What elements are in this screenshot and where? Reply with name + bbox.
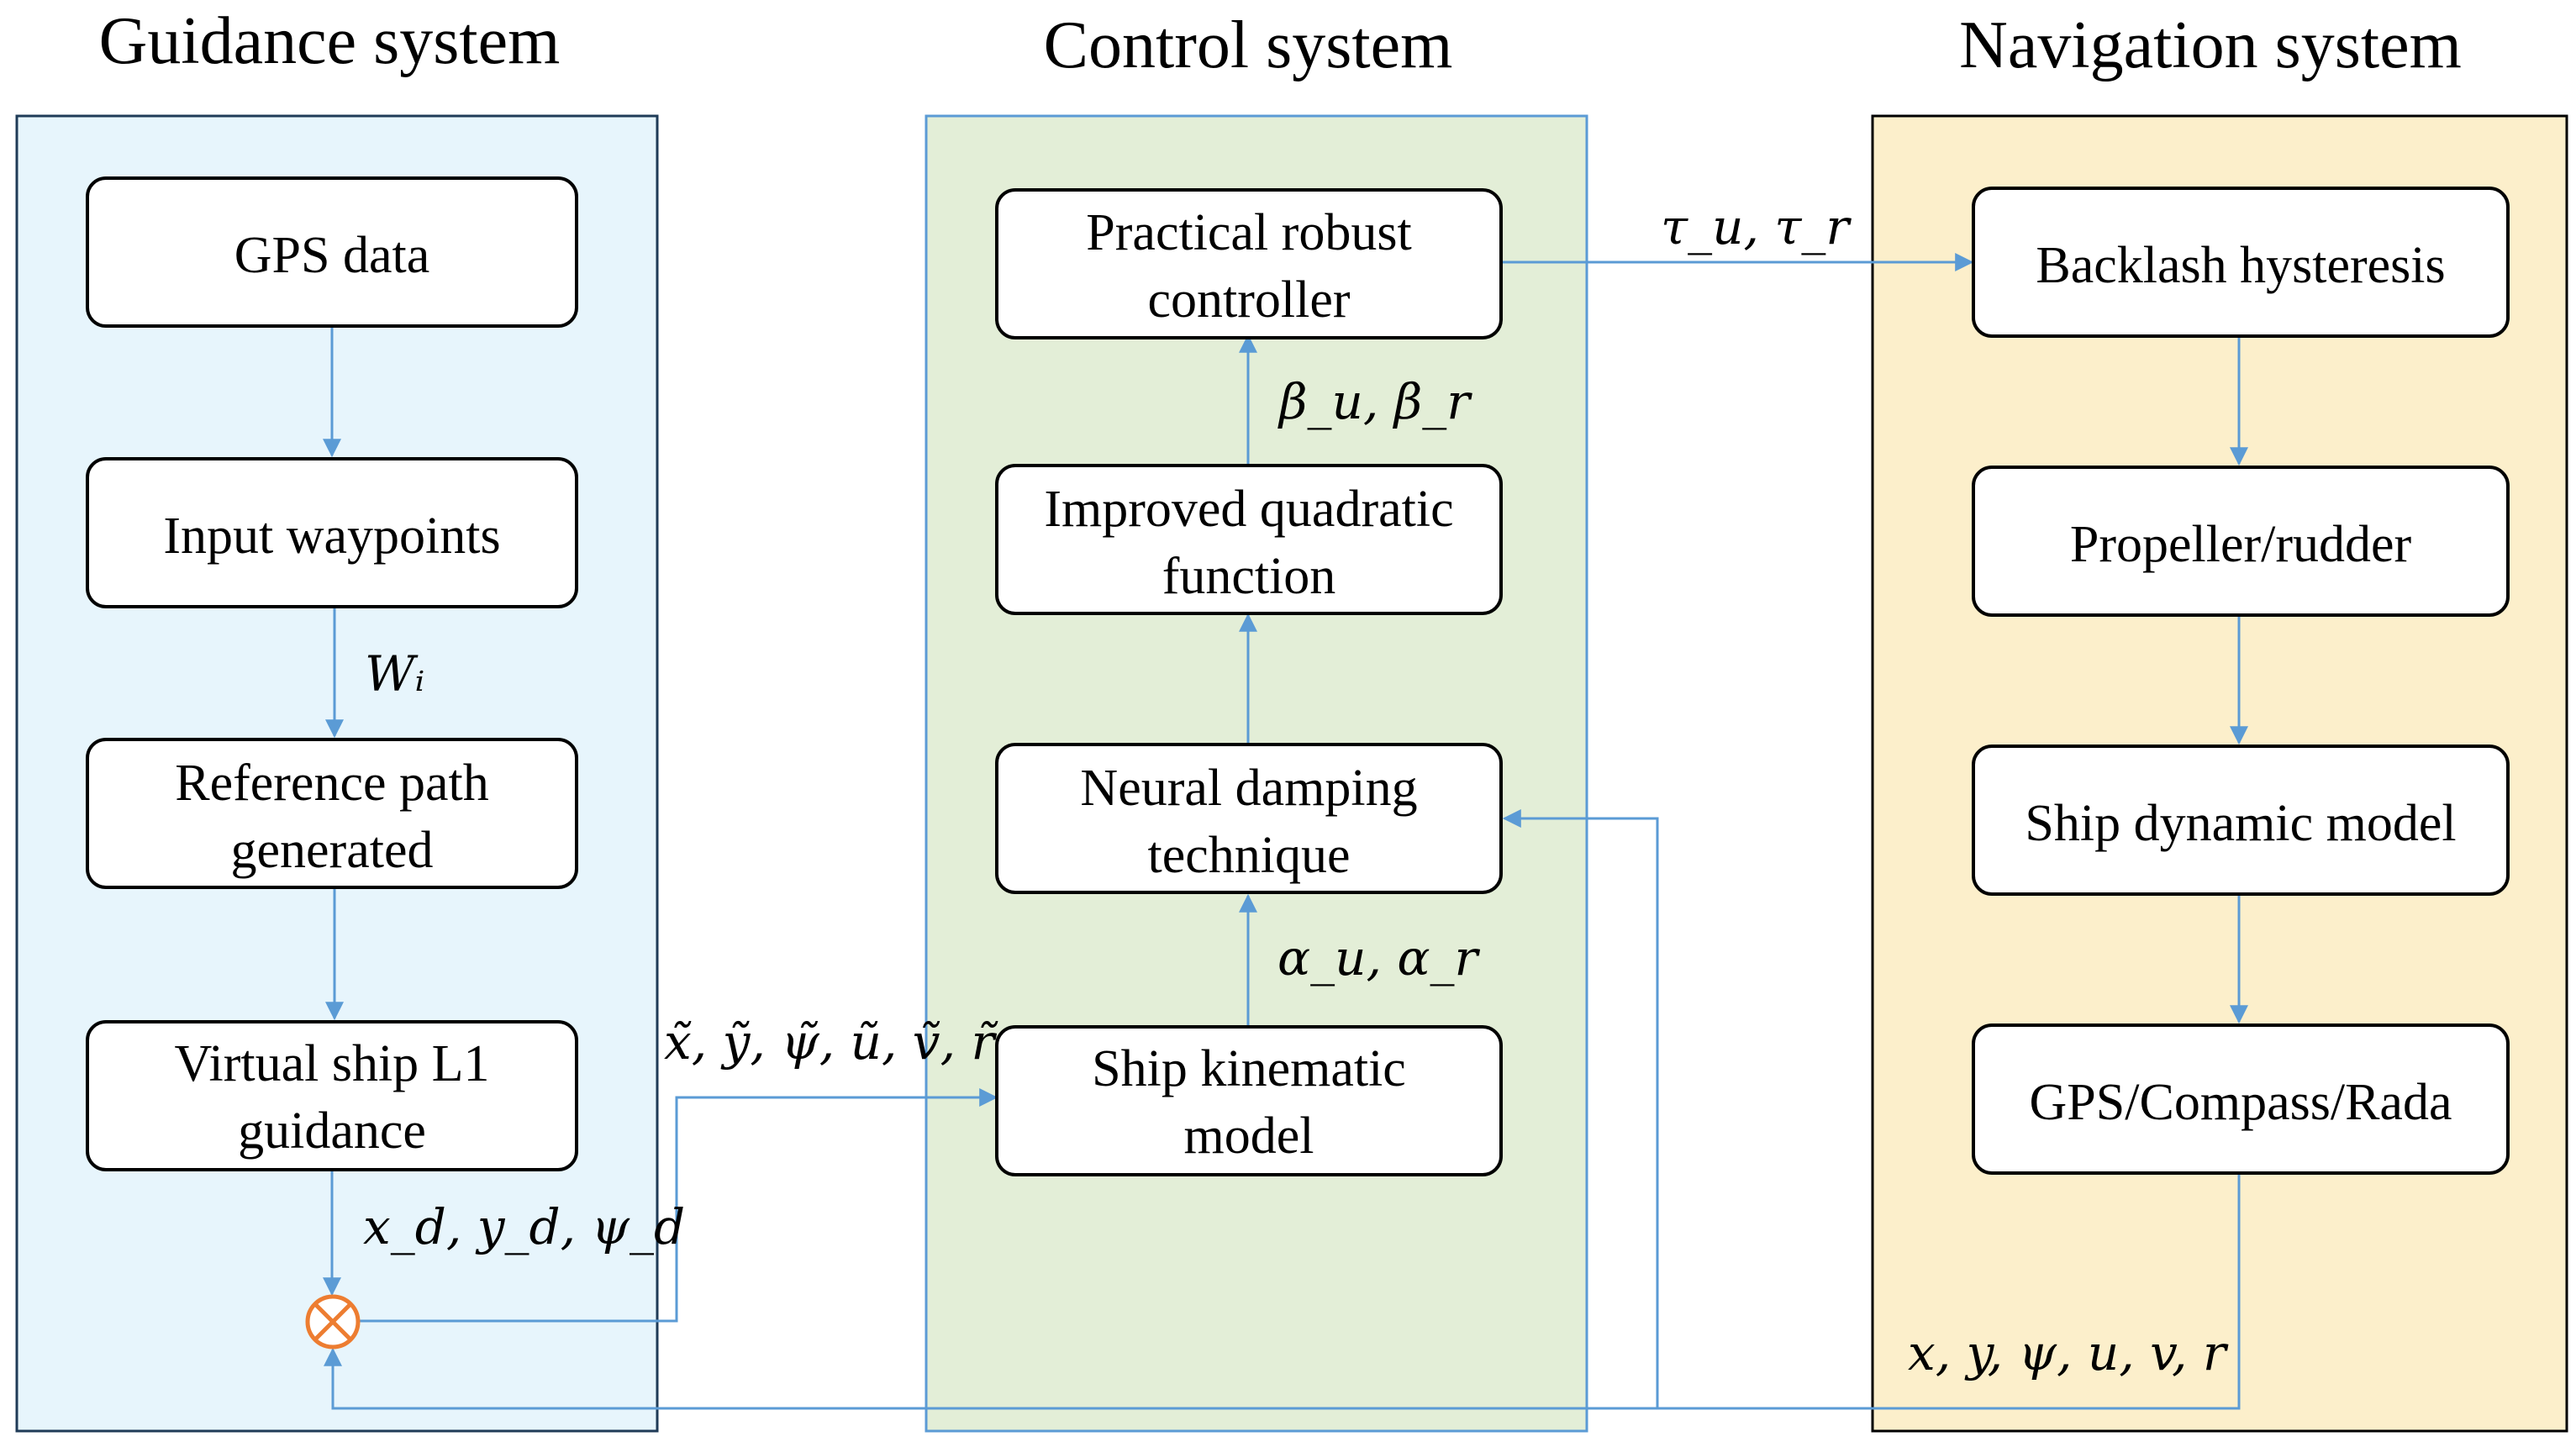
svg-text:Backlash hysteresis: Backlash hysteresis [2036, 237, 2445, 294]
box-line: technique [1147, 827, 1350, 884]
reference-path-box: Reference path generated [86, 738, 578, 889]
svg-text:model: model [1184, 1108, 1314, 1165]
box-line: Practical robust [1086, 204, 1411, 261]
svg-text:Reference path: Reference path [175, 755, 488, 812]
box-line: controller [1147, 271, 1350, 329]
connector-wires [323, 253, 2248, 1410]
svg-text:guidance: guidance [238, 1102, 426, 1160]
box-line: GPS/Compass/Rada [2030, 1074, 2452, 1131]
ship-kinematic-model-box: Ship kinematic model [995, 1025, 1503, 1176]
gps-compass-rada-box: GPS/Compass/Rada [1972, 1023, 2510, 1175]
box-line: GPS data [234, 227, 430, 284]
svg-text:Practical robust: Practical robust [1086, 204, 1411, 261]
box-line: generated [231, 822, 434, 879]
box-line: guidance [238, 1102, 426, 1160]
neural-damping-technique-box: Neural damping technique [995, 743, 1503, 894]
svg-text:Ship kinematic: Ship kinematic [1092, 1040, 1406, 1097]
desired-pose-signal-label: x_d, y_d, ψ_d [363, 1198, 685, 1255]
box-line: function [1162, 548, 1336, 605]
alpha-signal-label: α_u, α_r [1277, 929, 1481, 987]
box-line: Ship dynamic model [2025, 795, 2456, 852]
box-line: Virtual ship L1 [174, 1035, 489, 1092]
tracking-error-signal-label: x̃, ỹ, ψ̃, ũ, ṽ, r̃ [664, 1013, 998, 1071]
box-line: Propeller/rudder [2070, 516, 2412, 573]
box-line: Improved quadratic [1044, 481, 1453, 538]
box-line: Backlash hysteresis [2036, 237, 2445, 294]
practical-robust-controller-box: Practical robust controller [995, 188, 1503, 339]
svg-text:Improved quadratic: Improved quadratic [1044, 481, 1453, 538]
svg-text:technique: technique [1147, 827, 1350, 884]
ship-dynamic-model-box: Ship dynamic model [1972, 745, 2510, 896]
svg-text:Ship dynamic model: Ship dynamic model [2025, 795, 2456, 852]
waypoints-signal-label: Wᵢ [365, 645, 424, 702]
input-waypoints-box: Input waypoints [86, 457, 578, 608]
svg-text:Propeller/rudder: Propeller/rudder [2070, 516, 2412, 573]
box-line: model [1184, 1108, 1314, 1165]
svg-text:generated: generated [231, 822, 434, 879]
svg-text:function: function [1162, 548, 1336, 605]
box-line: Ship kinematic [1092, 1040, 1406, 1097]
box-line: Reference path [175, 755, 488, 812]
svg-text:controller: controller [1147, 271, 1350, 329]
improved-quadratic-function-box: Improved quadratic function [995, 464, 1503, 615]
box-line: Input waypoints [163, 508, 500, 565]
guidance-system-title: Guidance system [99, 4, 561, 78]
summing-junction [305, 1294, 361, 1350]
svg-text:Neural damping: Neural damping [1080, 760, 1417, 817]
navigation-system-title: Navigation system [1959, 8, 2462, 82]
svg-text:GPS data: GPS data [234, 227, 430, 284]
svg-text:Virtual ship L1: Virtual ship L1 [174, 1035, 489, 1092]
control-system-title: Control system [1044, 8, 1453, 82]
feedback-states-signal-label: x, y, ψ, u, v, r [1908, 1324, 2229, 1381]
gps-data-box: GPS data [86, 176, 578, 328]
box-line: Neural damping [1080, 760, 1417, 817]
beta-signal-label: β_u, β_r [1277, 373, 1472, 430]
tau-signal-label: τ_u, τ_r [1661, 198, 1852, 255]
propeller-rudder-box: Propeller/rudder [1972, 466, 2510, 617]
svg-text:Input waypoints: Input waypoints [163, 508, 500, 565]
virtual-ship-box: Virtual ship L1 guidance [86, 1020, 578, 1171]
svg-text:GPS/Compass/Rada: GPS/Compass/Rada [2030, 1074, 2452, 1131]
backlash-hysteresis-box: Backlash hysteresis [1972, 187, 2510, 338]
